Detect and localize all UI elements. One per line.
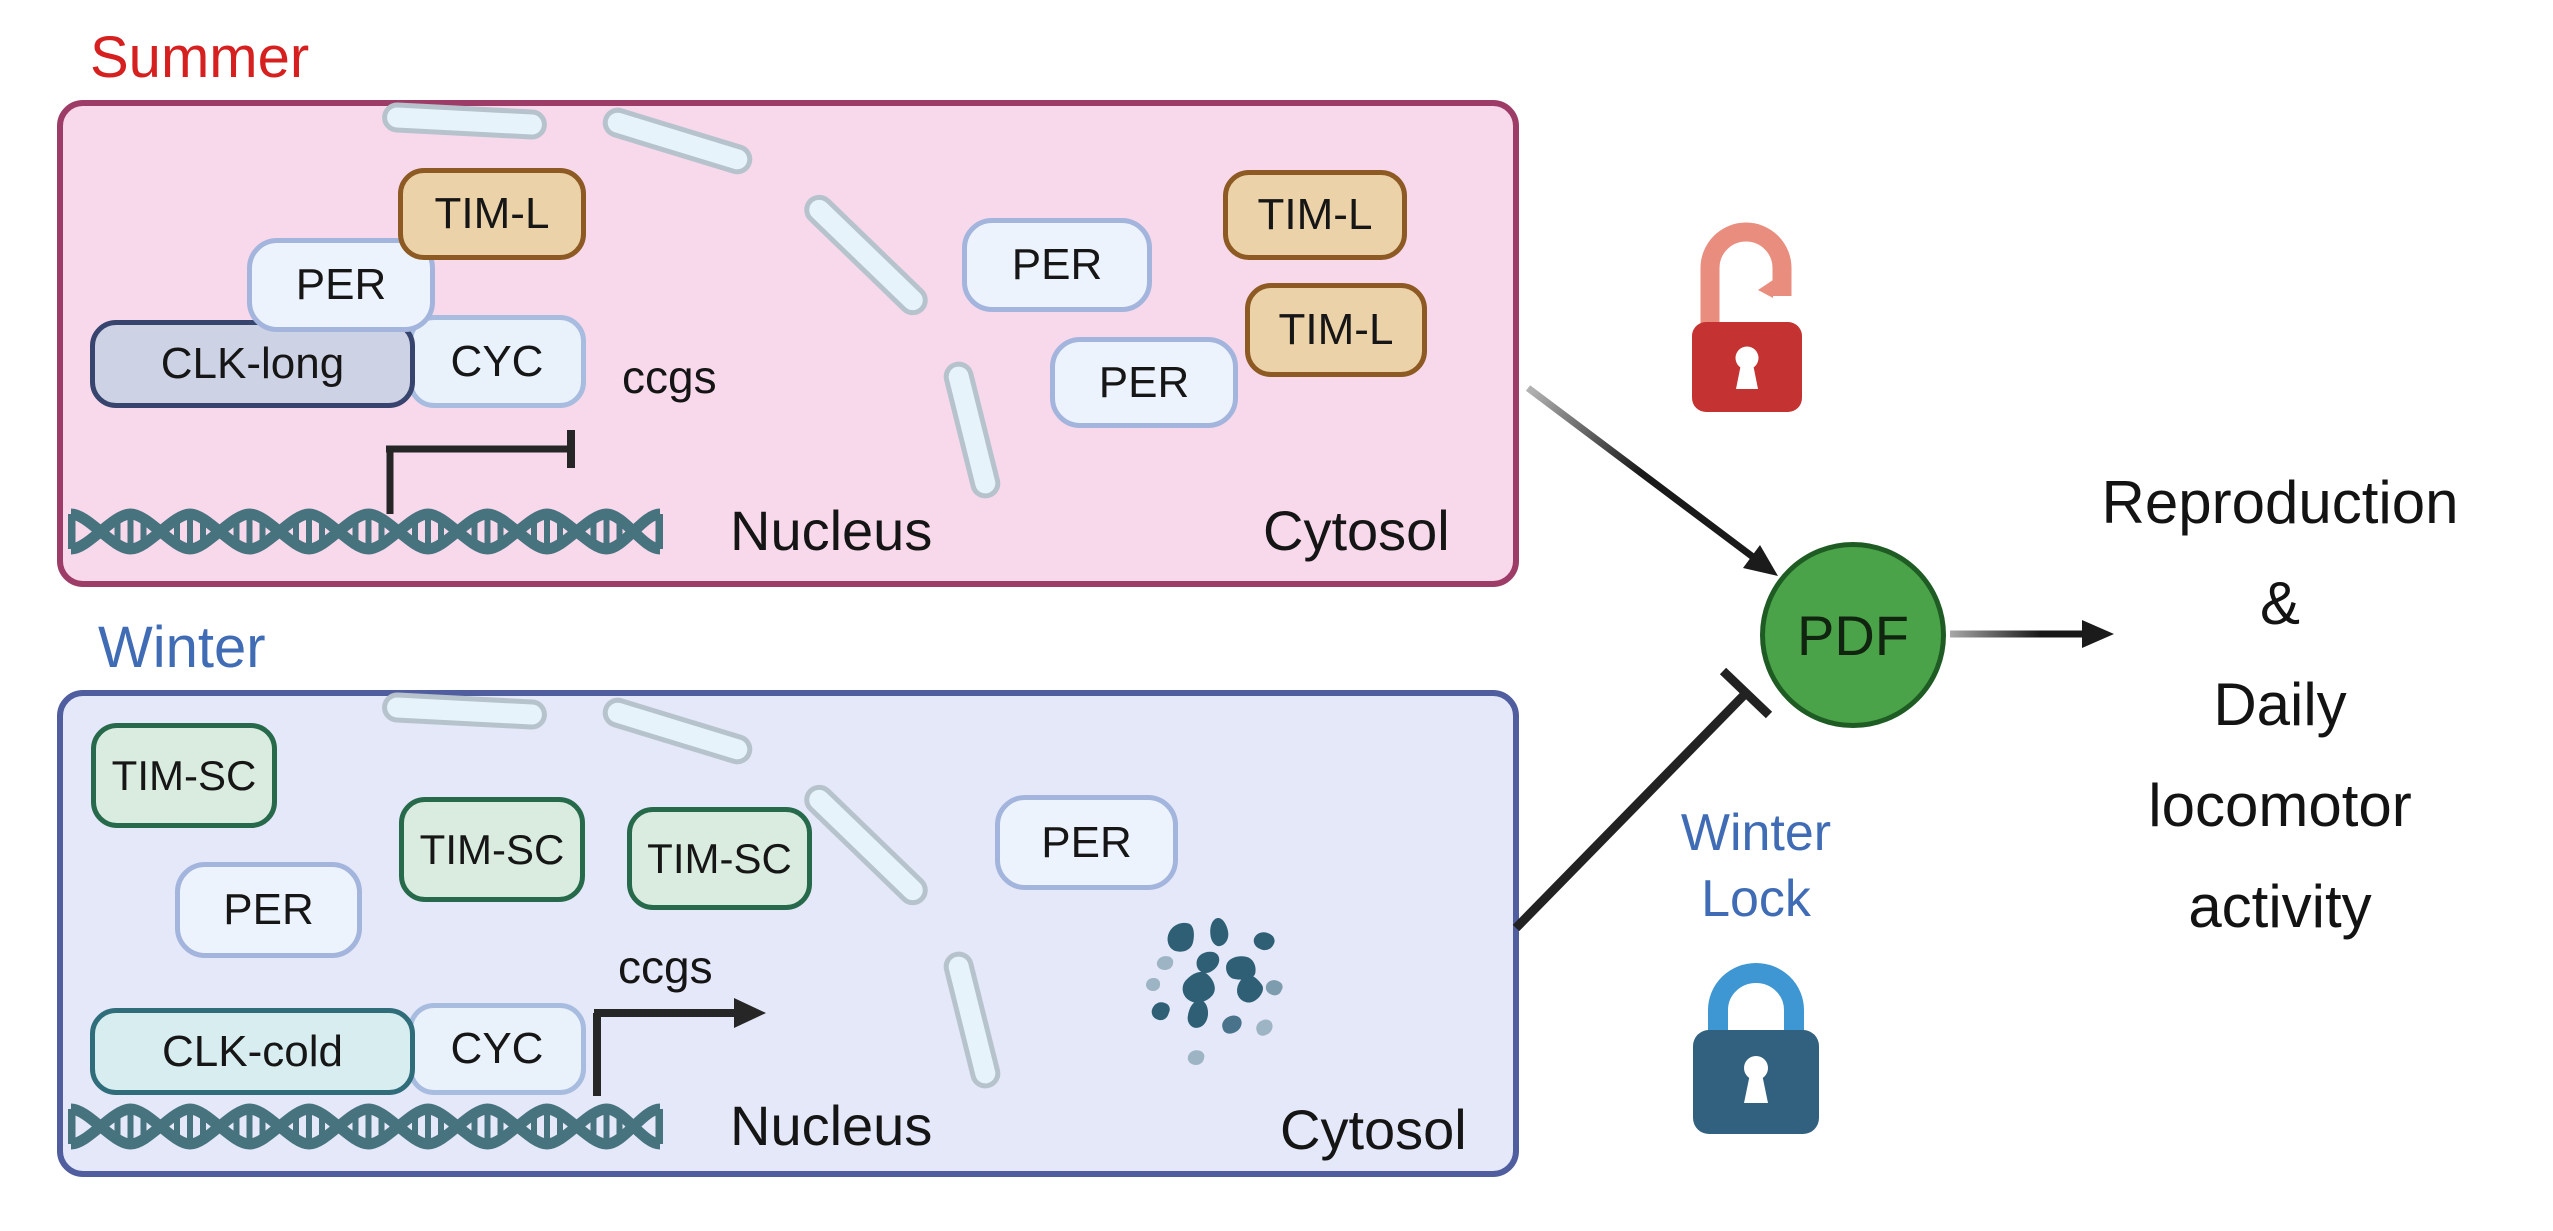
winter-lock-caption-line1: Winter bbox=[1680, 804, 1832, 862]
tim-sc-label: TIM-SC bbox=[419, 825, 565, 873]
per-label: PER bbox=[1041, 817, 1132, 867]
per-label: PER bbox=[1098, 357, 1190, 407]
cyc-chip: CYC bbox=[408, 1003, 586, 1095]
tim-sc-chip: TIM-SC bbox=[399, 797, 585, 902]
per-label: PER bbox=[1011, 240, 1103, 289]
nucleus-label: Nucleus bbox=[730, 1094, 933, 1157]
tim-l-chip: TIM-L bbox=[1223, 170, 1407, 260]
per-chip: PER bbox=[247, 238, 435, 332]
tim-l-label: TIM-L bbox=[1278, 305, 1394, 354]
tim-sc-chip: TIM-SC bbox=[627, 807, 812, 910]
clk-long-label: CLK-long bbox=[160, 339, 345, 388]
pdf-node: PDF bbox=[1760, 542, 1946, 728]
tim-sc-label: TIM-SC bbox=[647, 834, 792, 882]
result-text: Reproduction & Daily locomotor activity bbox=[2010, 452, 2550, 957]
dna-helix bbox=[68, 1100, 663, 1153]
cyc-label: CYC bbox=[450, 336, 544, 386]
result-line: Reproduction bbox=[2101, 469, 2459, 536]
per-label: PER bbox=[223, 885, 314, 934]
open-lock-icon bbox=[1692, 222, 1802, 412]
winter-lock-caption: Winter Lock bbox=[1640, 800, 1872, 932]
closed-lock-icon bbox=[1693, 963, 1819, 1134]
tim-l-chip: TIM-L bbox=[1245, 283, 1427, 377]
nucleus-label: Nucleus bbox=[730, 499, 933, 562]
clk-long-chip: CLK-long bbox=[90, 320, 415, 408]
per-chip: PER bbox=[175, 862, 362, 958]
result-line: locomotor bbox=[2148, 772, 2412, 839]
dna-helix bbox=[68, 505, 663, 558]
result-line: activity bbox=[2188, 873, 2372, 940]
winter-title: Winter bbox=[98, 615, 266, 680]
cytosol-label: Cytosol bbox=[1280, 1098, 1467, 1161]
pdf-label: PDF bbox=[1797, 603, 1909, 667]
per-chip: PER bbox=[962, 218, 1152, 312]
result-line: & bbox=[2259, 570, 2301, 637]
cyc-chip: CYC bbox=[408, 315, 586, 408]
ccgs-label: ccgs bbox=[618, 941, 713, 993]
clk-cold-chip: CLK-cold bbox=[90, 1008, 415, 1095]
tim-sc-label: TIM-SC bbox=[111, 751, 257, 799]
tim-l-label: TIM-L bbox=[434, 189, 550, 238]
winter-lock-caption-line2: Lock bbox=[1701, 870, 1811, 928]
per-label: PER bbox=[295, 260, 387, 309]
per-chip: PER bbox=[1050, 337, 1238, 428]
cyc-label: CYC bbox=[450, 1024, 544, 1073]
clk-cold-label: CLK-cold bbox=[162, 1026, 343, 1076]
particle bbox=[1146, 978, 1160, 991]
per-chip: PER bbox=[995, 795, 1178, 890]
ccgs-label: ccgs bbox=[622, 351, 717, 403]
tim-sc-chip: TIM-SC bbox=[91, 723, 277, 828]
tim-l-chip: TIM-L bbox=[398, 168, 586, 260]
result-line: Daily bbox=[2213, 671, 2347, 738]
summer-title: Summer bbox=[90, 25, 310, 90]
cytosol-label: Cytosol bbox=[1263, 499, 1450, 562]
tim-l-label: TIM-L bbox=[1257, 190, 1373, 239]
